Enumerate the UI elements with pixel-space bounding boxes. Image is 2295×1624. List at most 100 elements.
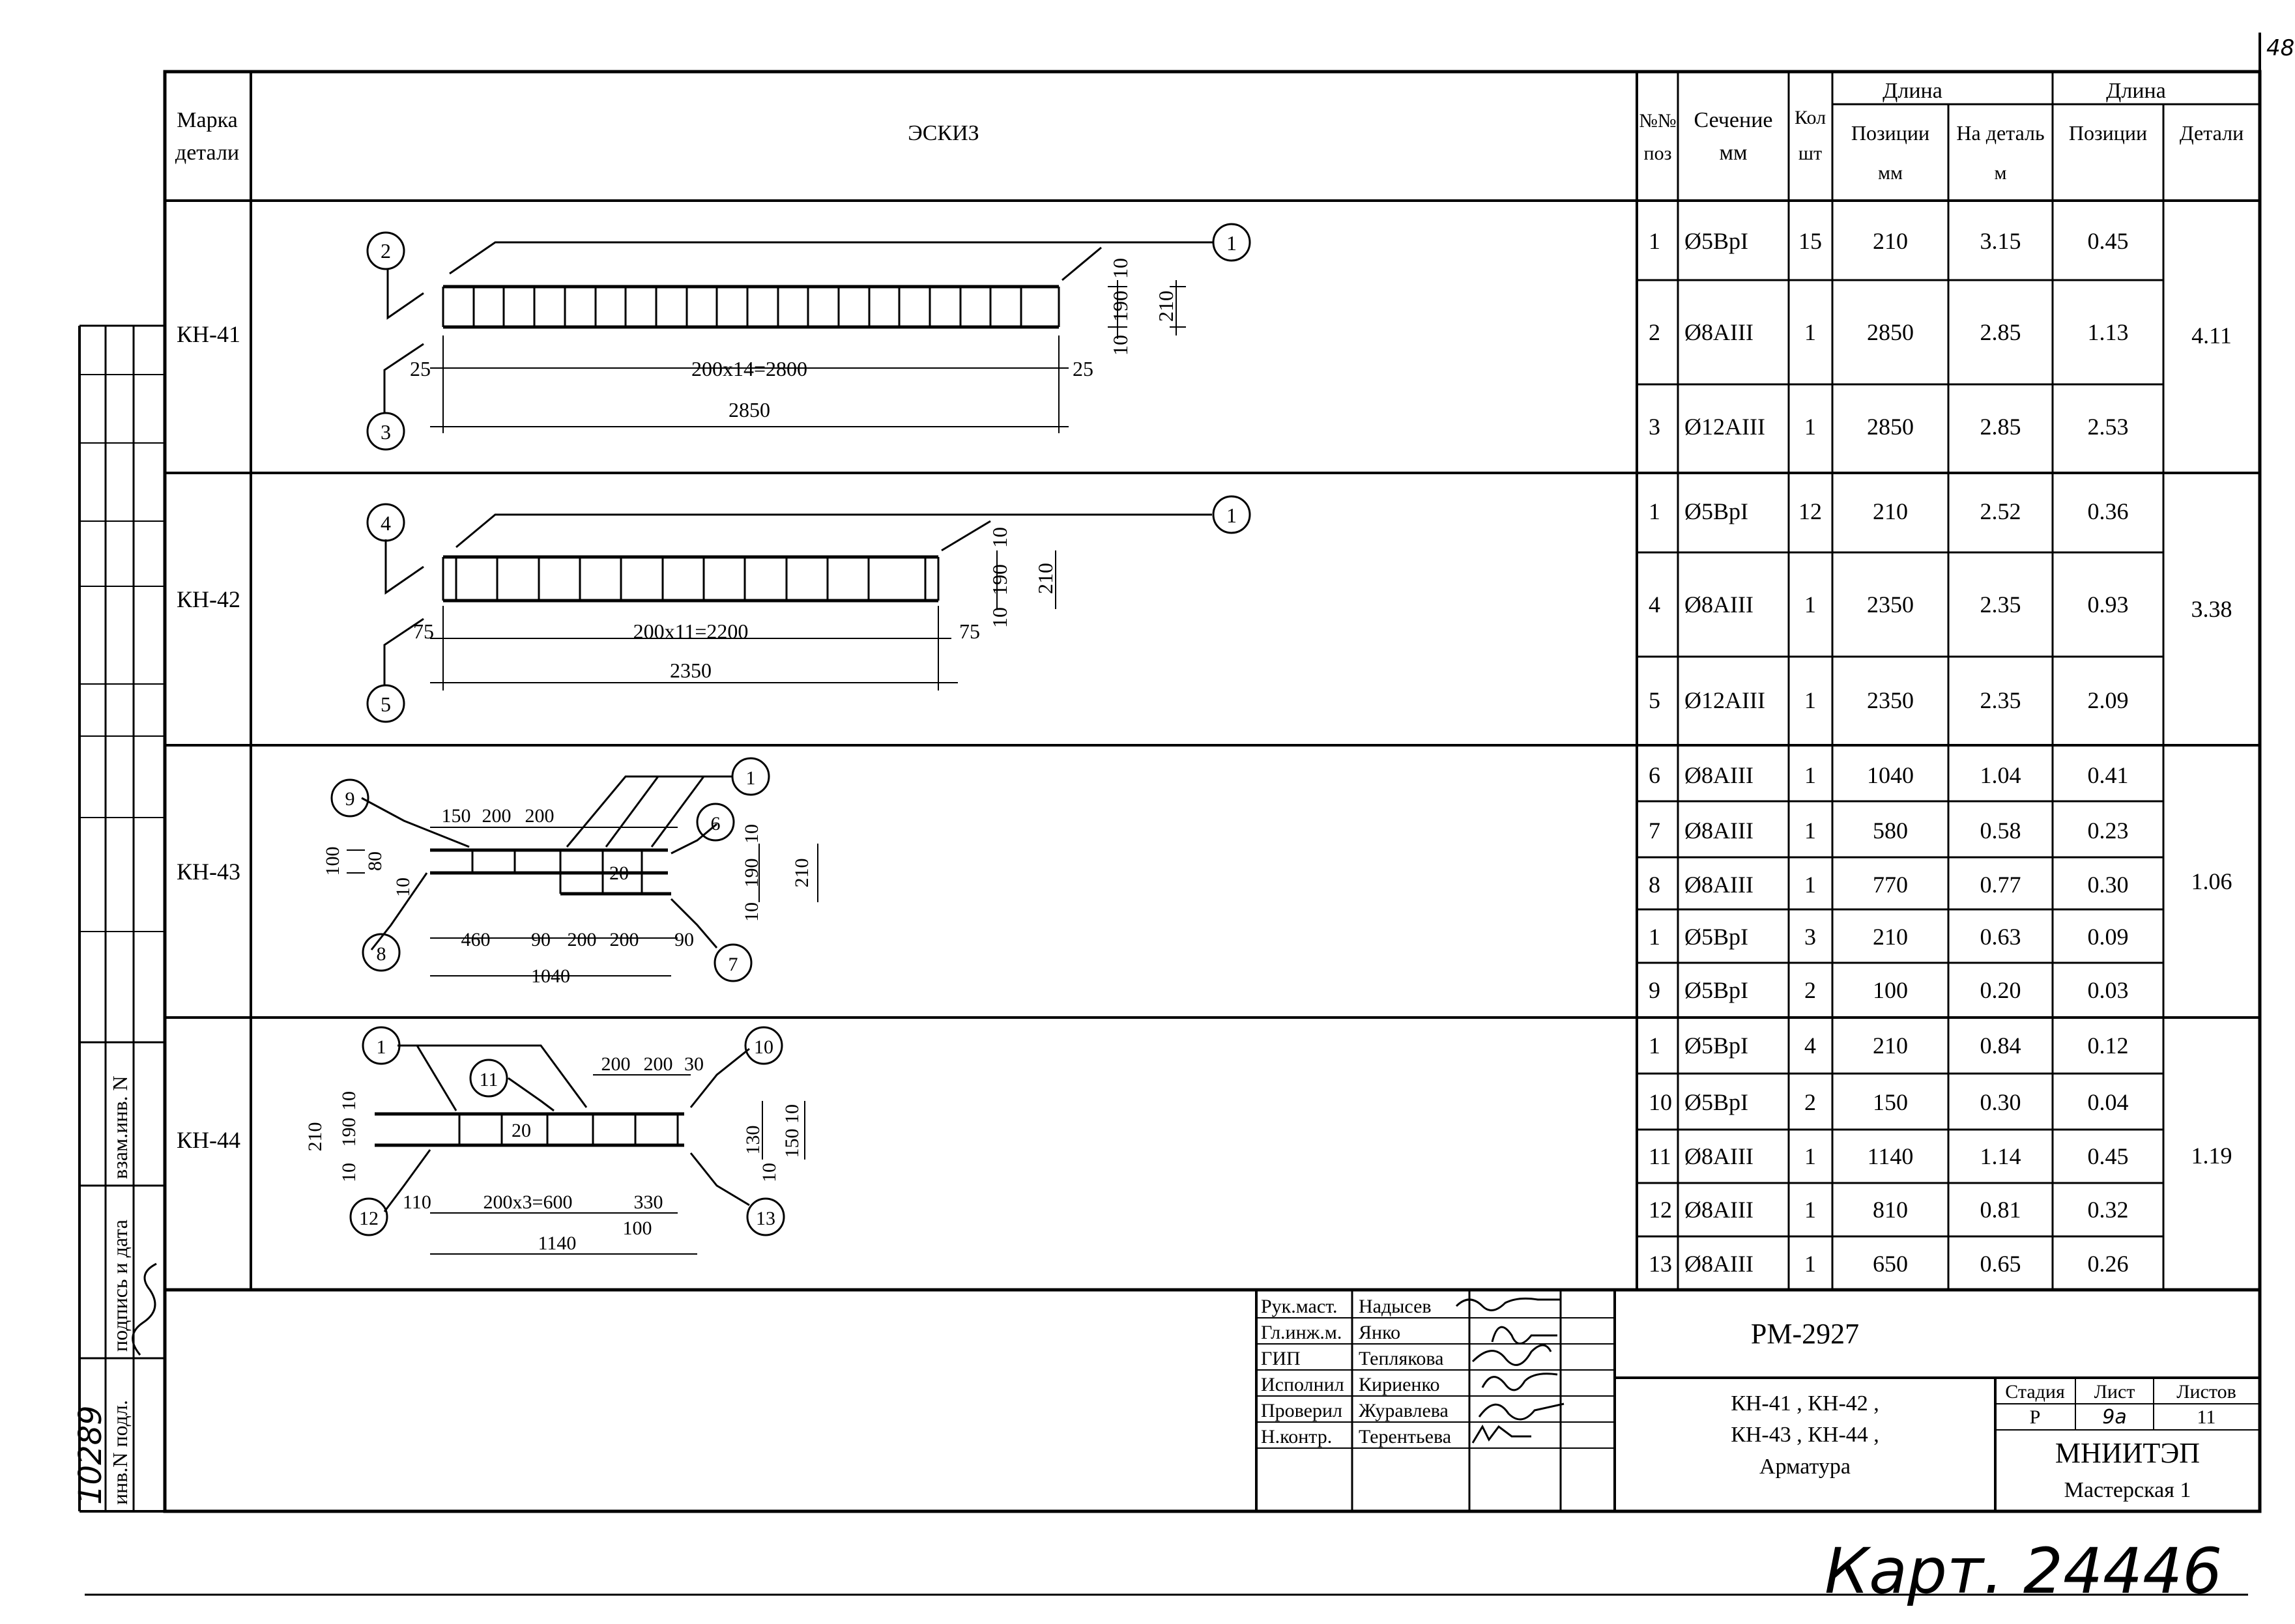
signer-name: Терентьева: [1359, 1426, 1451, 1447]
spec-cell-qty: 1: [1804, 1197, 1816, 1223]
table-header: Марка детали ЭСКИЗ №№ поз Сечение мм Кол…: [175, 79, 2244, 184]
dim-label: 30: [684, 1053, 704, 1075]
spec-cell-pos-total: 0.23: [2088, 818, 2129, 844]
spec-cell-per-part: 0.20: [1980, 977, 2021, 1003]
spec-cell-pos-total: 2.09: [2088, 687, 2129, 713]
spec-cell-len-mm: 210: [1873, 1033, 1908, 1059]
dim-label: 210: [1154, 291, 1177, 322]
pos-header-2: поз: [1644, 143, 1672, 164]
spec-cell-pos: 2: [1649, 319, 1660, 345]
mark-header: Марка: [177, 108, 237, 132]
spec-cell-qty: 1: [1804, 762, 1816, 788]
stamp-roles: Рук.маст. Гл.инж.м. ГИП Исполнил Провери…: [1261, 1296, 1451, 1447]
part-mark: КН-41: [177, 321, 240, 347]
spec-cell-pos-total: 0.26: [2088, 1251, 2129, 1277]
spec-cell-pos-total: 0.30: [2088, 872, 2129, 898]
spec-cell-pos: 6: [1649, 762, 1660, 788]
dim-label: 210: [304, 1122, 326, 1152]
sheets-label: Листов: [2176, 1381, 2236, 1403]
spec-cell-pos: 1: [1649, 924, 1660, 950]
mark-header-2: детали: [175, 141, 239, 165]
spec-cell-qty: 12: [1798, 498, 1822, 524]
dim-label: 200: [482, 805, 512, 827]
dim-label: 10: [758, 1163, 780, 1182]
spec-cell-section: Ø8АIII: [1684, 1143, 1754, 1169]
spec-cell-len-mm: 580: [1873, 818, 1908, 844]
spec-cell-qty: 15: [1798, 228, 1822, 254]
dim-label: 100: [322, 847, 343, 876]
document-title: КН-41 , КН-42 ,: [1731, 1391, 1879, 1416]
dim-label: 20: [609, 862, 629, 884]
corner-number: 48: [2266, 35, 2294, 61]
spec-cell-qty: 1: [1804, 872, 1816, 898]
spec-cell-section: Ø8АIII: [1684, 1251, 1754, 1277]
spec-cell-pos: 5: [1649, 687, 1660, 713]
spec-cell-per-part: 2.85: [1980, 319, 2021, 345]
spec-cell-qty: 1: [1804, 591, 1816, 618]
spec-cell-qty: 4: [1804, 1033, 1816, 1059]
dim-label: 200: [601, 1053, 631, 1075]
spec-cell-pos: 1: [1649, 498, 1660, 524]
pos-marker: 7: [729, 954, 738, 975]
stamp-main: РМ-2927 КН-41 , КН-42 , КН-43 , КН-44 , …: [1731, 1318, 2236, 1502]
spec-cell-section: Ø8АIII: [1684, 319, 1754, 345]
spec-cell-section: Ø8АIII: [1684, 872, 1754, 898]
spec-cell-pos: 8: [1649, 872, 1660, 898]
dim-label: 1040: [531, 965, 570, 987]
pos-marker: 1: [1226, 504, 1237, 527]
bottom-note: Карт. 24446: [1825, 1535, 2222, 1608]
pos-marker: 10: [754, 1036, 773, 1058]
spec-cell-pos-total: 0.03: [2088, 977, 2129, 1003]
dim-label: 200x14=2800: [691, 357, 807, 380]
dim-label: 210: [791, 859, 813, 888]
spec-cell-section: Ø8АIII: [1684, 818, 1754, 844]
spec-cell-len-mm: 2350: [1867, 687, 1914, 713]
spec-cell-per-part: 1.04: [1980, 762, 2021, 788]
section-header-2: мм: [1719, 141, 1747, 165]
spec-cell-per-part: 0.65: [1980, 1251, 2021, 1277]
spec-cell-per-part: 0.77: [1980, 872, 2021, 898]
dim-label: 200: [610, 929, 639, 950]
spec-cell-len-mm: 210: [1873, 498, 1908, 524]
pos-marker: 12: [359, 1208, 379, 1229]
sketch-header: ЭСКИЗ: [908, 121, 979, 145]
pos-marker: 1: [377, 1036, 386, 1058]
pos-header: №№: [1639, 110, 1676, 132]
part-mark: КН-43: [177, 859, 240, 885]
signatures: [1455, 1297, 1565, 1444]
dim-label: 25: [1073, 357, 1093, 380]
spec-cell-per-part: 0.63: [1980, 924, 2021, 950]
spec-cell-pos-total: 2.53: [2088, 414, 2129, 440]
dim-label: 10: [338, 1163, 360, 1182]
per-part-header-2: м: [1995, 162, 2007, 184]
dim-label: 190: [1108, 291, 1132, 322]
spec-cell-pos-total: 0.41: [2088, 762, 2129, 788]
sketch-kn41: 2 3 1 200x14=2800 2850 25 25 10 190 10 2…: [366, 223, 1251, 451]
spec-cell-per-part: 2.35: [1980, 687, 2021, 713]
spec-cell-section: Ø8АIII: [1684, 591, 1754, 618]
dim-label: 1140: [538, 1232, 577, 1254]
dim-label: 190: [338, 1118, 360, 1147]
pos-marker: 6: [711, 813, 721, 834]
spec-cell-len-mm: 2850: [1867, 414, 1914, 440]
dim-label: 200x11=2200: [633, 620, 749, 643]
spec-cell-pos: 3: [1649, 414, 1660, 440]
spec-cell-per-part: 0.81: [1980, 1197, 2021, 1223]
spec-cell-section: Ø5ВрI: [1684, 228, 1748, 254]
spec-cell-section: Ø8АIII: [1684, 762, 1754, 788]
spec-cell-len-mm: 1140: [1868, 1143, 1914, 1169]
spec-cell-section: Ø5ВрI: [1684, 977, 1748, 1003]
pos-marker: 1: [1226, 231, 1237, 255]
dim-label: 2850: [729, 398, 770, 421]
spec-cell-qty: 2: [1804, 977, 1816, 1003]
sheet-label: Лист: [2094, 1381, 2135, 1403]
part-total: 1.19: [2191, 1143, 2232, 1169]
spec-cell-pos: 9: [1649, 977, 1660, 1003]
dim-label: 10: [1108, 335, 1132, 356]
spec-cell-pos: 12: [1649, 1197, 1672, 1223]
side-signature: [132, 1262, 157, 1356]
dim-label: 150: [781, 1129, 803, 1158]
qty-header: Кол: [1795, 107, 1826, 128]
part-total: 1.06: [2191, 868, 2232, 894]
